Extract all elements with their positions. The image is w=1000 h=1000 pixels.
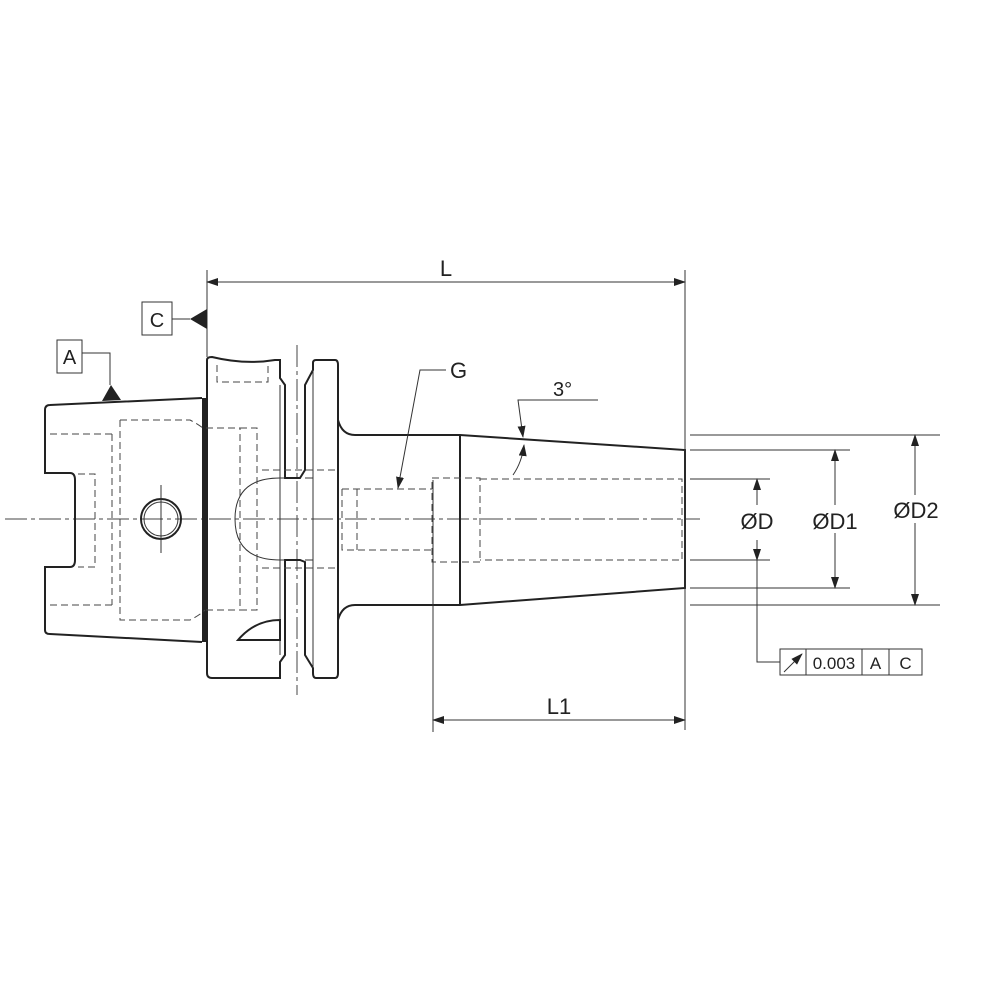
runout-datum-1: A [870,654,882,673]
bore-hidden [341,477,683,563]
datum-a-box [56,339,83,374]
dimension-l1-label: L1 [547,694,571,719]
runout-tolerance-value: 0.003 [813,654,856,673]
dimension-l-label: L [440,256,452,281]
datum-a-label: A [63,347,77,369]
taper-shank [44,397,203,643]
dimension-d2-label: ØD2 [893,498,938,523]
datum-c-triangle [190,309,207,329]
datum-a-triangle [102,385,121,401]
taper-angle-label: 3° [553,379,572,401]
feature-control-frame: 0.003 A C [779,648,923,676]
flange [206,355,339,679]
datum-c-label: C [150,310,164,332]
circular-runout-arrow-icon [783,653,803,673]
neck [337,419,686,621]
taper-hidden-cavity [50,419,206,621]
thread-label-g: G [450,358,467,383]
drive-slot [235,618,281,641]
dimension-d-label: ØD [741,509,774,534]
dimension-d1-label: ØD1 [812,509,857,534]
flange-contact-face [202,398,206,642]
runout-datum-2: C [899,654,911,673]
